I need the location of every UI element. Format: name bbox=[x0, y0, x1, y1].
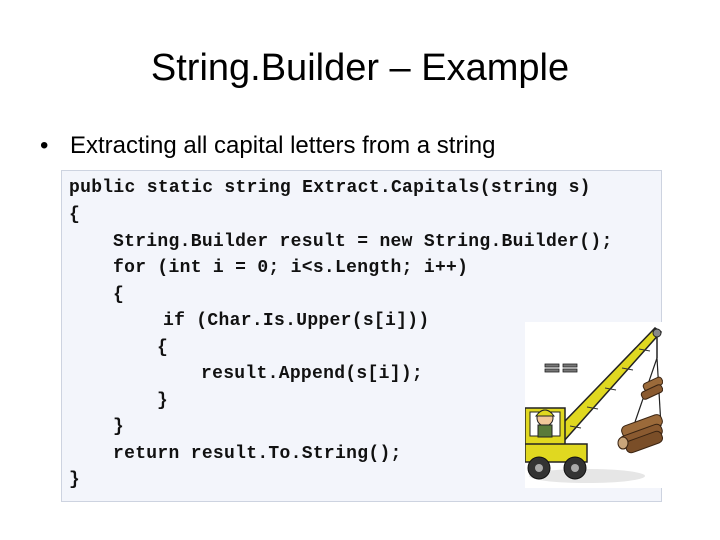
slide-title: String.Builder – Example bbox=[150, 47, 570, 89]
crane-operator-icon bbox=[524, 322, 664, 488]
code-line: result.Append(s[i]); bbox=[201, 364, 424, 384]
code-line: return result.To.String(); bbox=[113, 444, 402, 464]
code-line: if (Char.Is.Upper(s[i])) bbox=[163, 311, 430, 331]
code-line: public static string Extract.Capitals(st… bbox=[69, 178, 591, 198]
code-line: for (int i = 0; i<s.Length; i++) bbox=[113, 258, 469, 278]
code-line: } bbox=[69, 470, 81, 490]
bullet-item: • Extracting all capital letters from a s… bbox=[40, 128, 680, 164]
code-line: { bbox=[69, 205, 81, 225]
code-line: String.Builder result = new String.Build… bbox=[113, 232, 613, 252]
code-line: } bbox=[113, 417, 125, 437]
code-line: { bbox=[157, 338, 169, 358]
bullet-dot: • bbox=[40, 132, 49, 159]
code-line: } bbox=[157, 391, 169, 411]
code-line: { bbox=[113, 285, 125, 305]
bullet-text: Extracting all capital letters from a st… bbox=[70, 132, 496, 159]
